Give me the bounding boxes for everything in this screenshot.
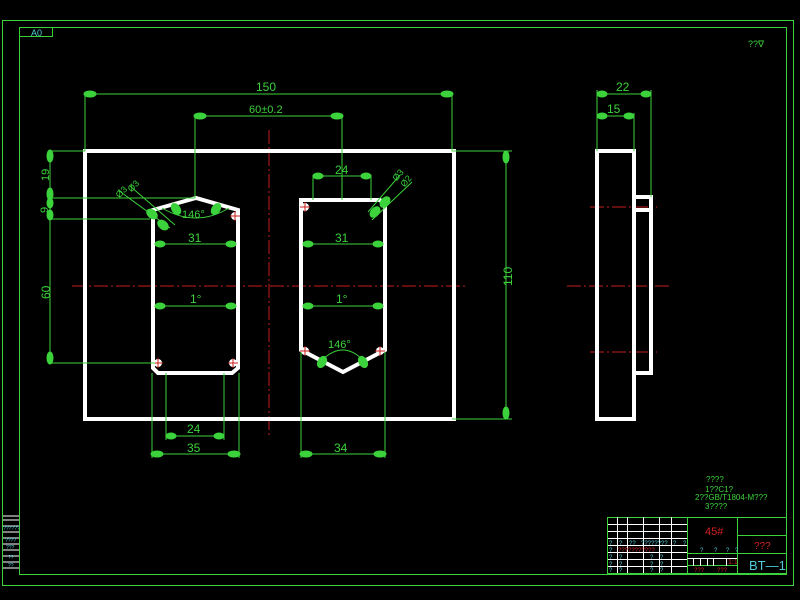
side-dimensions [596,90,652,197]
bottom-red-1: ??? [694,568,705,574]
left-strip-table: ?????? ???? ??? ?? ?? [3,515,20,569]
right-slot-angle: 146° [328,339,351,351]
right-slot-24: 24 [335,163,349,177]
title-block[interactable]: ? ? ?? ???????? ? ? ???? ??? ??? ??? ? ?… [607,517,788,574]
svg-text:?: ? [619,541,623,547]
svg-text:??: ?? [629,541,636,547]
svg-text:??: ?? [8,555,14,561]
right-slot-34: 34 [334,441,348,455]
title-red-row: ??????????? [618,548,655,554]
dim-60: 60 [39,285,53,299]
size-label-box [19,27,53,37]
svg-text:?: ? [619,555,623,561]
svg-text:?: ? [650,568,654,574]
right-slot-taper: 1° [336,292,348,306]
dim-60-tol: 60±0.2 [249,104,283,116]
svg-text:?: ? [609,568,613,574]
svg-text:?: ? [700,548,704,554]
dim-150: 150 [256,80,276,94]
svg-text:?: ? [673,541,677,547]
dimension-labels: 150 60±0.2 110 19 9 60 146° 31 1° 24 35 … [39,80,515,455]
svg-text:?: ? [650,562,654,568]
left-slot-35: 35 [187,441,201,455]
svg-text:2??GB/T1804-M???: 2??GB/T1804-M??? [695,493,768,502]
svg-text:?: ? [660,555,664,561]
svg-text:?: ? [609,541,613,547]
svg-text:?: ? [735,548,739,554]
inner-border [19,27,787,575]
svg-text:??: ?? [8,563,14,569]
dim-22: 22 [616,80,630,94]
scale: 1:1 [728,559,738,566]
right-slot-31: 31 [335,231,349,245]
svg-text:?: ? [609,555,613,561]
svg-text:?: ? [660,562,664,568]
svg-text:?: ? [650,555,654,561]
plate-outline [83,149,456,421]
svg-text:?: ? [609,548,613,554]
dimensions [46,90,512,458]
left-slot-24: 24 [187,422,201,436]
left-slot-outline [151,195,240,375]
front-view[interactable]: 150 60±0.2 110 19 9 60 146° 31 1° 24 35 … [39,80,515,458]
material: 45# [705,526,724,538]
svg-text:3????: 3???? [705,502,728,511]
center-marks [153,202,385,368]
left-slot-taper: 1° [190,292,202,306]
svg-text:????????: ???????? [641,541,668,547]
side-boss [634,195,653,375]
roughness-note: ??∇ [748,39,765,49]
svg-text:????: ???? [706,475,724,484]
svg-text:????: ???? [5,538,16,544]
technical-notes: ???? 1??C1? 2??GB/T1804-M??? 3???? [695,475,768,511]
size-label: A0 [31,28,42,38]
drawing-number: BT—1 [749,558,786,573]
svg-text:???: ??? [6,545,15,551]
svg-text:?: ? [683,541,687,547]
left-slot-31: 31 [188,231,202,245]
svg-text:?: ? [619,568,623,574]
dim-19: 19 [40,169,52,181]
left-slot-angle: 146° [182,209,205,221]
dim-15: 15 [607,102,621,116]
dim-9: 9 [39,207,51,213]
svg-text:?: ? [619,562,623,568]
svg-text:?: ? [714,548,718,554]
svg-text:?: ? [660,568,664,574]
dim-110: 110 [501,267,515,286]
part-name: ??? [754,541,771,552]
svg-text:??????: ?????? [3,526,20,532]
bottom-red-2: ??? [717,568,728,574]
svg-text:?: ? [726,548,730,554]
side-body [595,149,636,421]
side-view[interactable]: 22 15 [567,80,671,421]
svg-text:1??C1?: 1??C1? [705,485,734,494]
outer-border [2,20,794,586]
svg-text:?: ? [609,562,613,568]
